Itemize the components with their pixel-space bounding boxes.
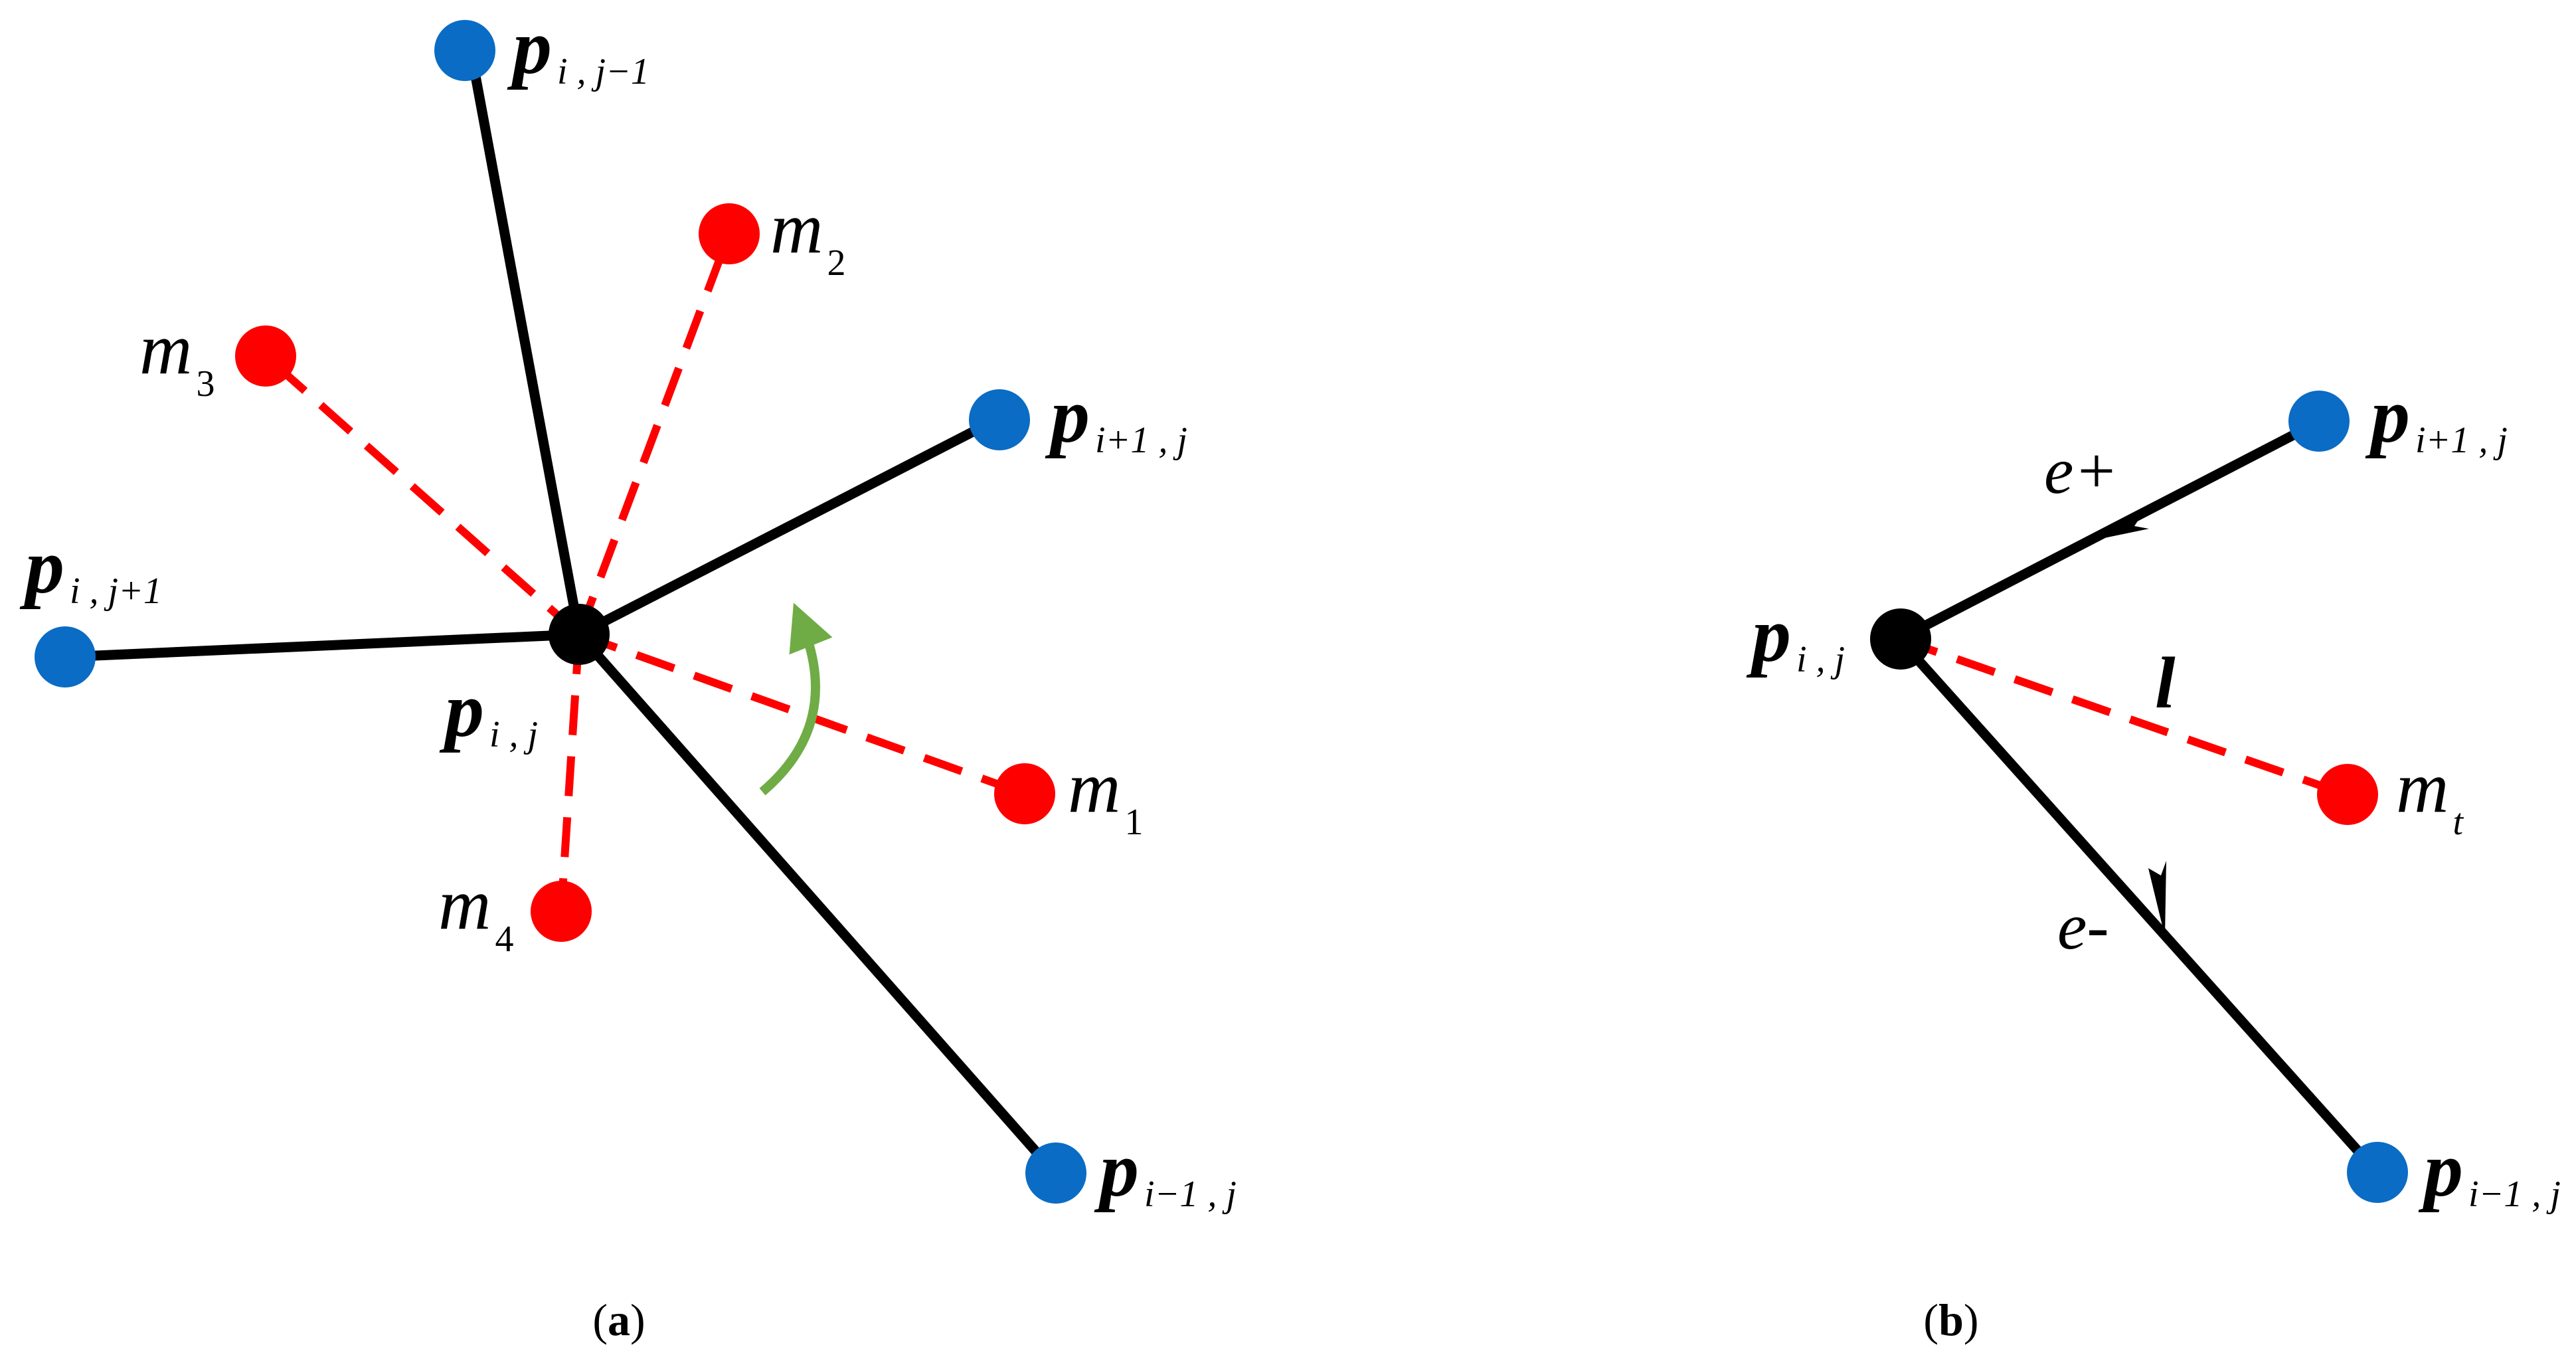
edge-right <box>576 415 999 639</box>
edge-left <box>64 629 580 662</box>
node-m3 <box>235 325 296 387</box>
label-main: p <box>1045 372 1090 459</box>
label-main: p <box>2418 1126 2463 1213</box>
label-sub: i , j−1 <box>557 51 649 92</box>
label-e-plus: e+ <box>2044 434 2118 507</box>
caption-b: (b) <box>1923 1295 1978 1345</box>
label-main: p <box>1094 1126 1139 1213</box>
dashed-line-m2 <box>575 232 733 636</box>
label-sub: i−1 , j <box>2468 1174 2561 1215</box>
caption-close: ) <box>630 1295 645 1345</box>
label-main: p <box>1746 591 1791 678</box>
label-sub: 4 <box>495 919 513 960</box>
label-main: m <box>1068 747 1120 828</box>
dashed-line-l <box>1898 635 2346 798</box>
node-m4 <box>531 881 592 942</box>
edge-down <box>575 631 1057 1174</box>
caption-close: ) <box>1964 1295 1979 1345</box>
label-main: p <box>2365 372 2410 459</box>
node-p-i-j-minus-1 <box>434 20 495 81</box>
label-sub: i−1 , j <box>1144 1174 1237 1215</box>
node-m1 <box>994 763 1055 824</box>
label-sub: i+1 , j <box>2415 420 2508 461</box>
label-sub: 3 <box>196 363 215 405</box>
label-main: p <box>19 523 64 610</box>
label-sub: i , j+1 <box>70 571 162 612</box>
label-sub: 2 <box>827 242 845 284</box>
dashed-line-m1 <box>577 630 1027 798</box>
caption-letter: a <box>608 1295 630 1345</box>
dashed-line-m3 <box>263 353 582 638</box>
node-b-p-i-plus-1-j <box>2288 391 2350 452</box>
label-main: m <box>770 187 823 268</box>
label-sub: t <box>2452 802 2464 843</box>
label-l: l <box>2155 642 2176 723</box>
caption-letter: b <box>1938 1295 1964 1345</box>
edge-plus-arrow-icon <box>2079 514 2149 543</box>
caption-a: (a) <box>592 1295 645 1345</box>
node-p-i-j-plus-1 <box>35 626 96 687</box>
caption-open: ( <box>592 1295 608 1345</box>
edge-minus-arrow-icon <box>2148 861 2166 937</box>
node-p-i-plus-1-j <box>969 389 1030 450</box>
rotation-arrow-icon <box>759 602 833 796</box>
label-main: p <box>507 3 552 90</box>
label-sub: i+1 , j <box>1095 420 1187 461</box>
node-b-m-t <box>2317 764 2378 825</box>
label-sub: 1 <box>1124 802 1143 843</box>
label-sub: i , j <box>489 714 538 755</box>
edge-up <box>466 53 584 636</box>
label-main: p <box>439 666 484 753</box>
node-p-i-j-center <box>549 604 610 665</box>
dashed-line-m4 <box>557 634 583 912</box>
label-main: m <box>2396 747 2448 828</box>
edge-minus-line <box>1895 635 2379 1174</box>
node-m2 <box>699 203 760 264</box>
label-main: m <box>139 308 192 389</box>
node-b-p-i-j-center <box>1870 608 1931 670</box>
node-b-p-i-minus-1-j <box>2347 1142 2408 1203</box>
label-sub: i , j <box>1796 639 1845 680</box>
label-e-minus: e- <box>2057 889 2109 963</box>
node-p-i-minus-1-j <box>1025 1142 1086 1204</box>
label-main: m <box>438 864 491 945</box>
caption-open: ( <box>1923 1295 1938 1345</box>
